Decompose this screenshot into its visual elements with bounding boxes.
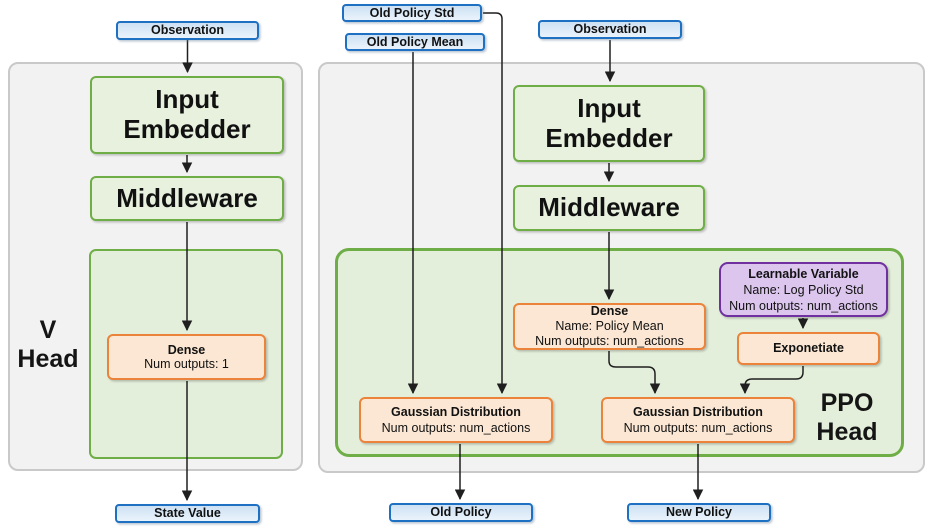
learnable-variable-node: Learnable Variable Name: Log Policy Std …	[719, 262, 888, 317]
observation-node-ppo: Observation	[538, 20, 682, 39]
ppo-head-label-line1: PPO	[820, 389, 874, 417]
middleware-node-v: Middleware	[90, 176, 284, 221]
input-embedder-node-v: Input Embedder	[90, 76, 284, 154]
learnable-variable-title: Learnable Variable	[748, 266, 859, 281]
exponetiate-node: Exponetiate	[737, 332, 880, 365]
learnable-variable-outputs: Num outputs: num_actions	[729, 298, 878, 313]
dense-v-title: Dense	[167, 342, 206, 357]
observation-node-v: Observation	[116, 21, 259, 40]
learnable-variable-name: Name: Log Policy Std	[743, 282, 864, 297]
dense-node-v: Dense Num outputs: 1	[107, 334, 266, 380]
input-embedder-node-ppo: Input Embedder	[513, 85, 705, 162]
dense-policy-mean-title: Dense	[590, 304, 629, 318]
dense-policy-mean-node: Dense Name: Policy Mean Num outputs: num…	[513, 303, 706, 350]
state-value-node: State Value	[115, 504, 260, 523]
v-head-label: V Head	[9, 316, 87, 374]
v-head-label-line2: Head	[17, 345, 79, 373]
dense-v-outputs: Num outputs: 1	[144, 357, 229, 371]
gaussian-distribution-old-node: Gaussian Distribution Num outputs: num_a…	[359, 397, 553, 443]
dense-policy-mean-name: Name: Policy Mean	[555, 319, 664, 333]
ppo-head-label-line2: Head	[816, 418, 878, 446]
exponetiate-title: Exponetiate	[773, 341, 844, 356]
gaussian-new-outputs: Num outputs: num_actions	[623, 421, 773, 435]
gaussian-old-outputs: Num outputs: num_actions	[381, 421, 531, 435]
gaussian-distribution-new-node: Gaussian Distribution Num outputs: num_a…	[601, 397, 795, 443]
dense-policy-mean-outputs: Num outputs: num_actions	[535, 334, 684, 348]
old-policy-mean-node: Old Policy Mean	[345, 33, 485, 51]
ppo-head-label: PPO Head	[806, 389, 888, 447]
middleware-node-ppo: Middleware	[513, 185, 705, 231]
gaussian-new-title: Gaussian Distribution	[633, 405, 763, 419]
old-policy-std-node: Old Policy Std	[342, 4, 482, 22]
old-policy-node: Old Policy	[389, 503, 533, 522]
gaussian-old-title: Gaussian Distribution	[391, 405, 521, 419]
v-head-label-line1: V	[39, 316, 57, 344]
new-policy-node: New Policy	[627, 503, 771, 522]
